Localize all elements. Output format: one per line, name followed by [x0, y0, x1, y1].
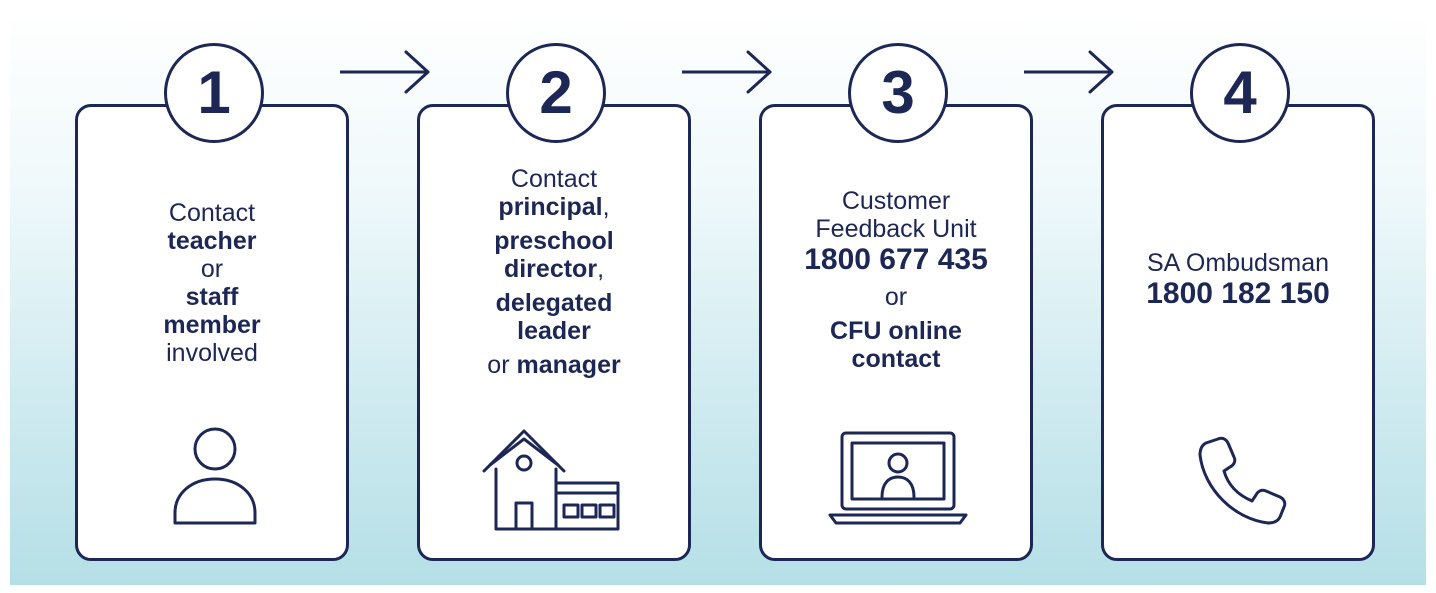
text-line: or manager	[487, 351, 621, 379]
step-3-number-badge: 3	[848, 43, 948, 143]
phone-icon	[1198, 436, 1287, 525]
text-line: member	[163, 311, 261, 339]
text-line: principal,	[498, 193, 610, 221]
step-1-card: Contact teacher or staff member involved	[75, 104, 349, 561]
step-3-card: Customer Feedback Unit 1800 677 435 or C…	[759, 104, 1033, 561]
text-line: leader	[517, 317, 591, 345]
text-line: delegated	[495, 289, 613, 317]
step-1-description: Contact teacher or staff member involved	[78, 199, 346, 367]
step-4-card: SA Ombudsman 1800 182 150	[1101, 104, 1375, 561]
step-2-number-badge: 2	[506, 43, 606, 143]
text-line: Contact	[510, 165, 598, 193]
process-panel: Contact teacher or staff member involved…	[10, 10, 1426, 585]
arrow-right-icon	[340, 50, 430, 94]
step-2-card: Contact principal, preschool director, d…	[417, 104, 691, 561]
phone-number: 1800 182 150	[1146, 277, 1330, 310]
text-line: preschool	[494, 227, 614, 255]
text-line: Feedback Unit	[815, 215, 977, 243]
text-line: contact	[851, 345, 941, 373]
text-line: SA Ombudsman	[1146, 249, 1330, 277]
phone-number: 1800 677 435	[804, 243, 988, 276]
text-line: Contact	[168, 199, 256, 227]
text-line: or	[200, 255, 224, 283]
school-building-icon	[482, 429, 620, 531]
text-line: staff	[185, 283, 239, 311]
text-line: director,	[503, 255, 605, 283]
step-3-description: Customer Feedback Unit 1800 677 435 or C…	[762, 187, 1030, 373]
step-4-description: SA Ombudsman 1800 182 150	[1104, 249, 1372, 311]
step-1-number-badge: 1	[164, 43, 264, 143]
step-4-number-badge: 4	[1190, 43, 1290, 143]
text-line: involved	[166, 339, 258, 367]
text-line: teacher	[167, 227, 257, 255]
arrow-right-icon	[1024, 50, 1114, 94]
person-icon	[173, 427, 257, 525]
laptop-video-icon	[828, 431, 968, 525]
text-line: or	[884, 283, 908, 311]
text-line: Customer	[841, 187, 951, 215]
arrow-right-icon	[682, 50, 772, 94]
text-line: CFU online	[830, 317, 962, 345]
step-2-description: Contact principal, preschool director, d…	[420, 165, 688, 379]
